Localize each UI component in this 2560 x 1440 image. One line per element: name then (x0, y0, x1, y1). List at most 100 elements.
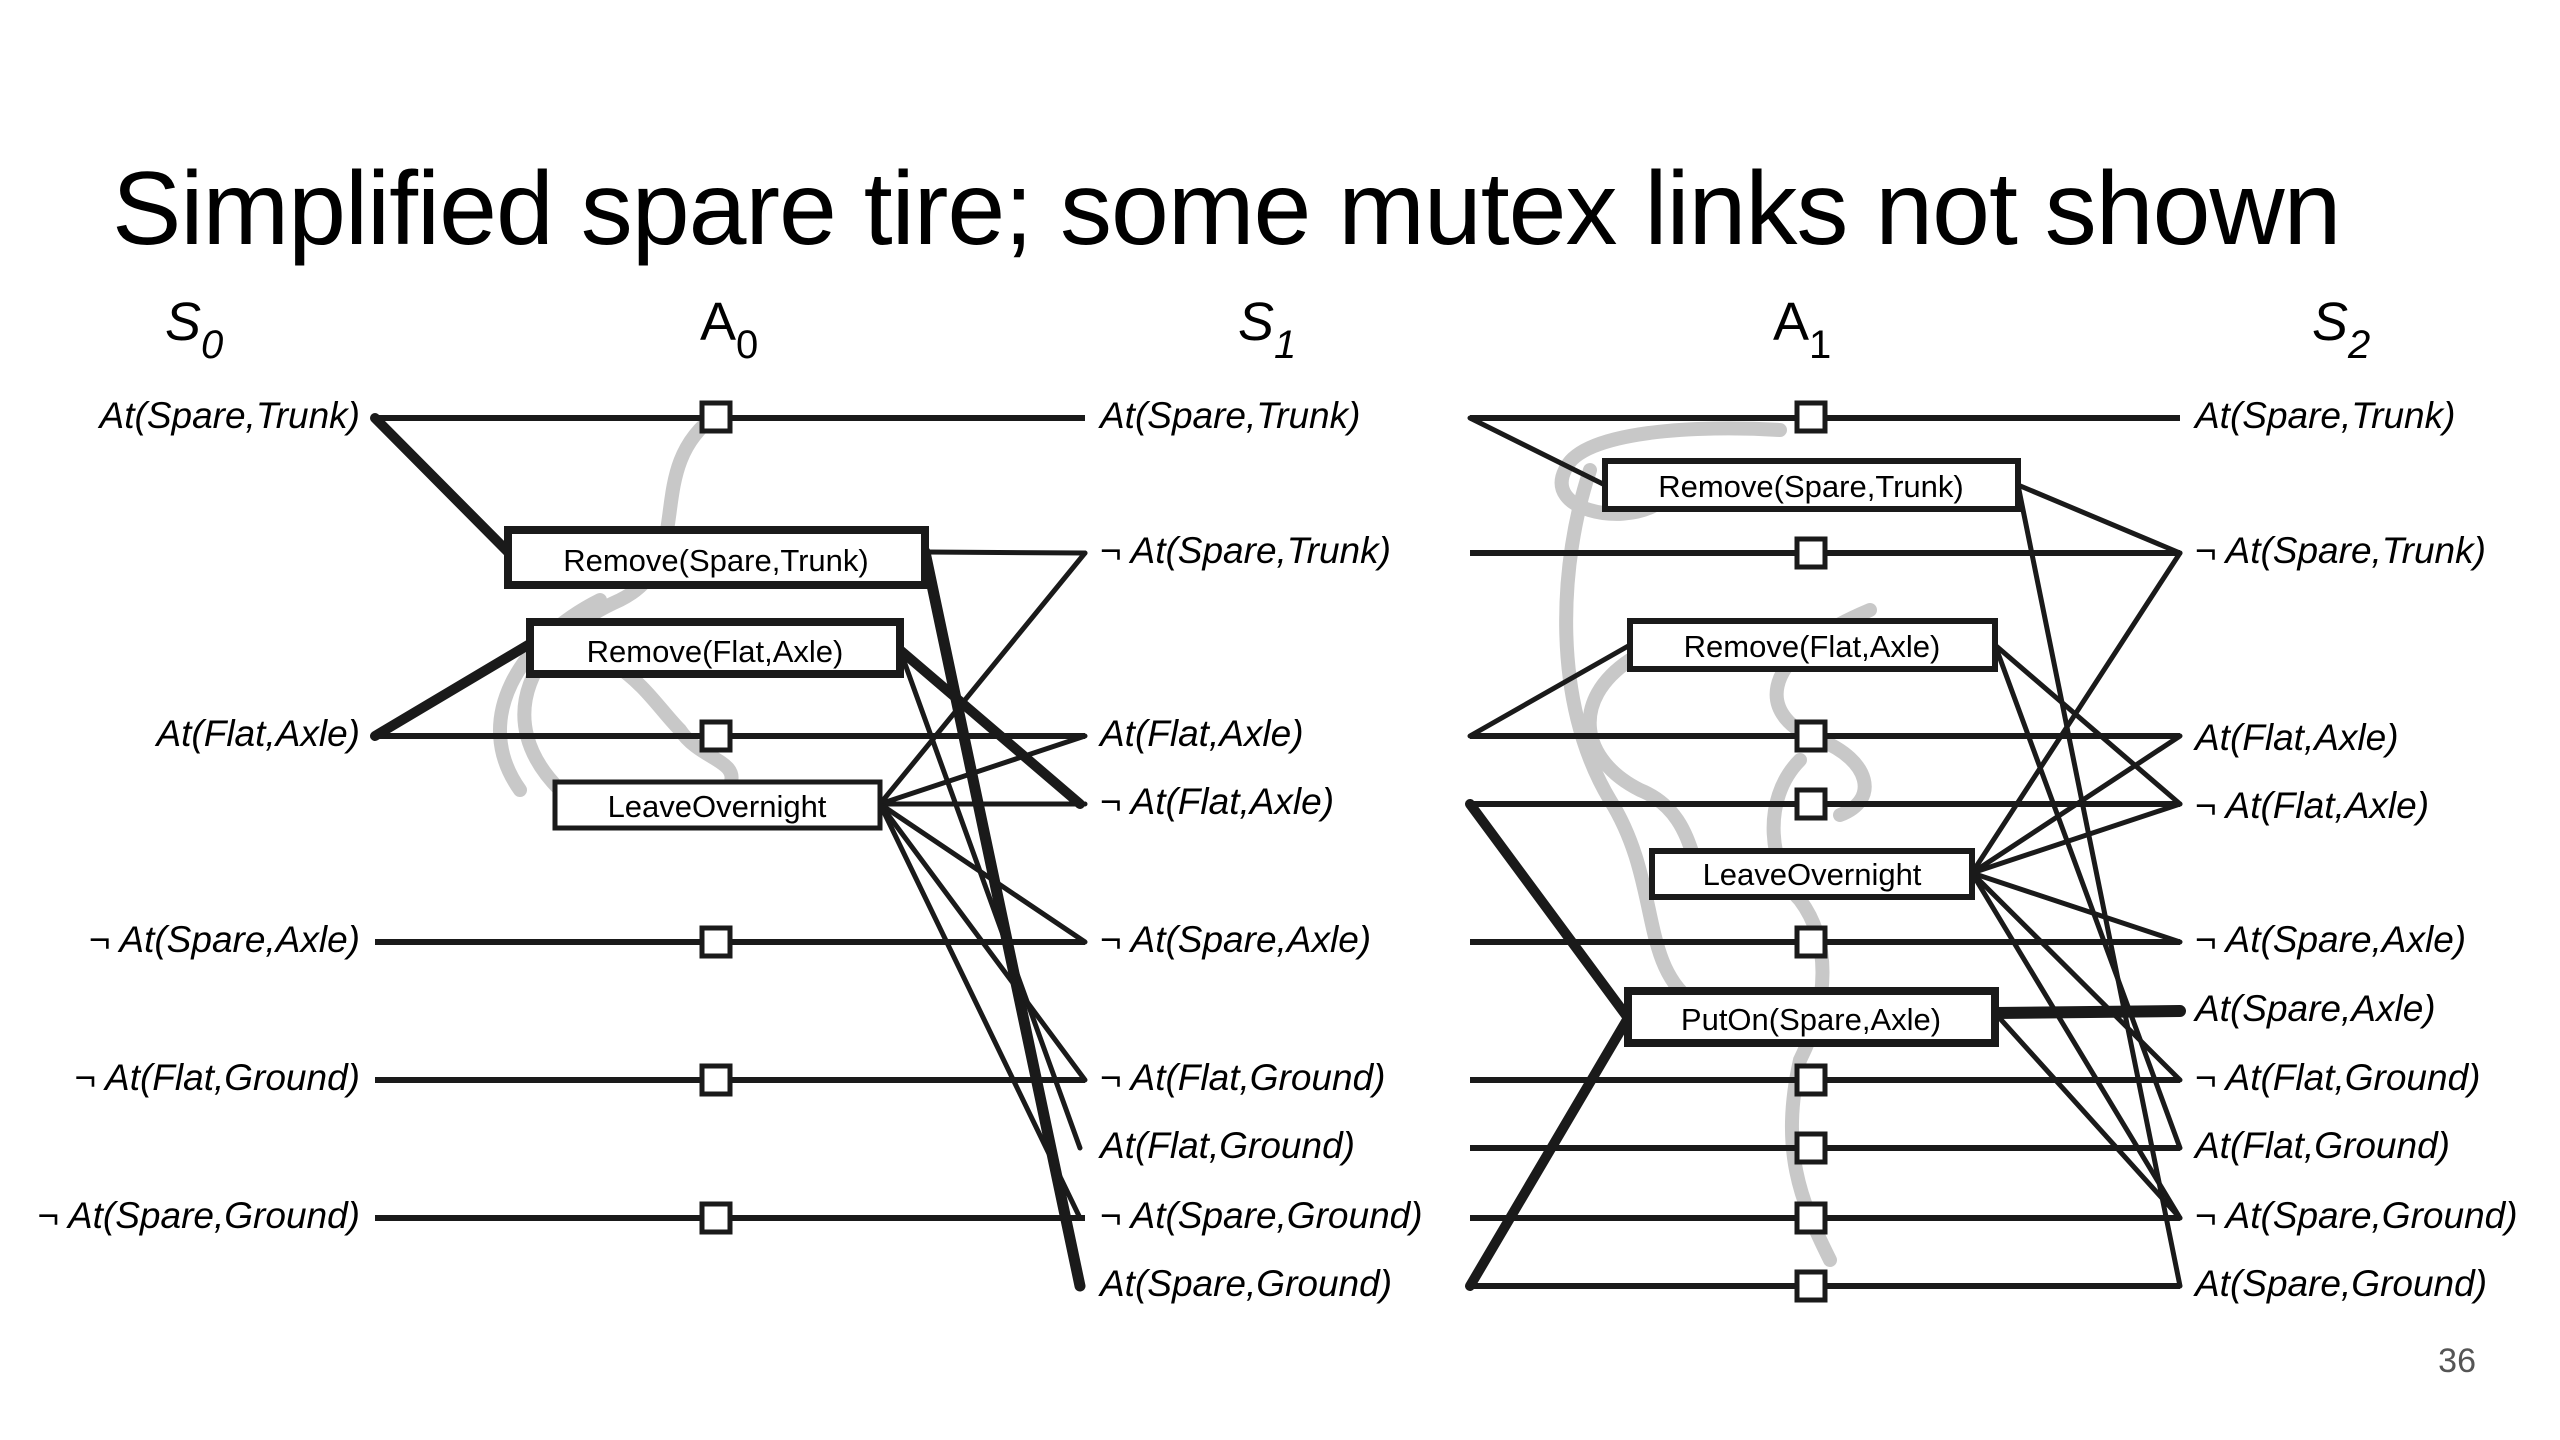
literal: At(Flat,Axle) (154, 713, 360, 754)
noop-marker (699, 1063, 733, 1097)
s1-literals: At(Spare,Trunk) ¬ At(Spare,Trunk) At(Fla… (1098, 395, 1423, 1304)
action-box (526, 618, 904, 678)
effect-link (897, 647, 1083, 1151)
a0-actions: Remove(Spare,Trunk) Remove(Flat,Axle) Le… (504, 526, 929, 831)
literal: ¬ At(Spare,Axle) (1100, 919, 1371, 960)
effect-link (2015, 482, 2183, 556)
slide-title: Simplified spare tire; some mutex links … (112, 151, 2341, 267)
noop-marker (1794, 400, 1828, 434)
s2-literals: At(Spare,Trunk) ¬ At(Spare,Trunk) At(Fla… (2193, 395, 2518, 1304)
noop-marker (699, 925, 733, 959)
mutex-link (517, 408, 723, 797)
action-label: Remove(Spare,Trunk) (1658, 469, 1964, 504)
effect-link (877, 801, 1088, 1083)
literal: At(Flat,Ground) (1098, 1125, 1355, 1166)
mutex-link (1582, 653, 1707, 877)
noop-markers (699, 400, 1828, 1303)
literal: At(Flat,Axle) (2193, 717, 2399, 758)
effect-link (1969, 801, 2183, 876)
literal: ¬ At(Flat,Axle) (1100, 781, 1334, 822)
level-header-a0: A0 (700, 292, 758, 367)
effect-link (877, 550, 1088, 807)
effect-link (922, 549, 1088, 556)
s0-literals: At(Spare,Trunk) At(Flat,Axle) ¬ At(Spare… (37, 395, 360, 1236)
effect-link (895, 645, 1085, 809)
noop-marker (699, 1201, 733, 1235)
effect-link (919, 546, 1086, 1292)
action-label: LeaveOvernight (1703, 857, 1922, 892)
literal: At(Spare,Trunk) (2193, 395, 2455, 436)
precondition-link (370, 413, 513, 557)
precondition-link (1467, 415, 1608, 488)
effect-link (877, 801, 1088, 945)
noop-marker (1794, 1269, 1828, 1303)
level-header-s2: S2 (2312, 292, 2370, 367)
noop-marker (1794, 1131, 1828, 1165)
level-header-a1: A1 (1773, 292, 1831, 367)
noop-marker (1794, 1063, 1828, 1097)
noop-marker (1794, 536, 1828, 570)
action-box (1602, 458, 2021, 512)
literal: ¬ At(Spare,Axle) (89, 919, 360, 960)
level-header-s1: S1 (1238, 292, 1296, 367)
action-box (504, 526, 929, 589)
noop-marker (699, 719, 733, 753)
literal: ¬ At(Spare,Ground) (1100, 1195, 1423, 1236)
page-number: 36 (2438, 1342, 2476, 1380)
level-headers: S0 A0 S1 A1 S2 (165, 292, 2370, 367)
literal: At(Spare,Trunk) (1098, 395, 1360, 436)
literal: ¬ At(Flat,Ground) (1100, 1057, 1386, 1098)
noop-marker (1794, 787, 1828, 821)
effect-link (877, 733, 1088, 807)
literal: At(Flat,Ground) (2193, 1125, 2450, 1166)
effect-link (1969, 550, 2183, 876)
effect-link (1969, 870, 2183, 1221)
precondition-link (1465, 1013, 1633, 1291)
literal: ¬ At(Spare,Trunk) (1100, 530, 1391, 571)
literal: ¬ At(Spare,Ground) (37, 1195, 360, 1236)
literal: At(Spare,Trunk) (98, 395, 360, 436)
action-box (1649, 848, 1975, 900)
precondition-link (370, 640, 533, 741)
effect-link (877, 801, 1083, 1221)
action-box (1624, 987, 1999, 1047)
noop-marker (1794, 925, 1828, 959)
literal: At(Spare,Ground) (2193, 1263, 2487, 1304)
effect-link (1969, 870, 2183, 1083)
action-box (552, 779, 883, 831)
literal: ¬ At(Spare,Trunk) (2195, 530, 2486, 571)
effect-link (1992, 642, 2183, 1151)
mutex-link (1559, 463, 1697, 1007)
effect-link (1969, 733, 2183, 876)
mutex-link (493, 593, 607, 797)
effect-link (1989, 1005, 2186, 1019)
action-label: PutOn(Spare,Axle) (1681, 1002, 1941, 1037)
precondition-link (1465, 799, 1633, 1023)
literal: ¬ At(Flat,Ground) (75, 1057, 361, 1098)
level-header-s0: S0 (165, 292, 223, 367)
action-label: Remove(Flat,Axle) (1684, 629, 1941, 664)
literal: ¬ At(Flat,Axle) (2195, 785, 2429, 826)
action-box (1627, 618, 1998, 672)
action-label: Remove(Spare,Trunk) (563, 543, 869, 578)
noop-marker (699, 400, 733, 434)
noop-marker (1794, 719, 1828, 753)
effect-link (2015, 482, 2183, 1289)
literal: ¬ At(Spare,Axle) (2195, 919, 2466, 960)
literal: At(Spare,Ground) (1098, 1263, 1392, 1304)
noop-marker (1794, 1201, 1828, 1235)
literal: ¬ At(Spare,Ground) (2195, 1195, 2518, 1236)
precondition-link (1467, 642, 1633, 739)
literal: ¬ At(Flat,Ground) (2195, 1057, 2481, 1098)
action-label: LeaveOvernight (608, 789, 827, 824)
effect-link (1992, 642, 2183, 807)
mutex-link (1766, 753, 1837, 1267)
a1-actions: Remove(Spare,Trunk) Remove(Flat,Axle) Le… (1602, 458, 2021, 1047)
effect-link (1969, 870, 2183, 945)
effect-link (1992, 1010, 2183, 1221)
literal: At(Flat,Axle) (1098, 713, 1304, 754)
literal: At(Spare,Axle) (2193, 988, 2436, 1029)
action-links (370, 413, 2186, 1292)
action-label: Remove(Flat,Axle) (587, 634, 844, 669)
